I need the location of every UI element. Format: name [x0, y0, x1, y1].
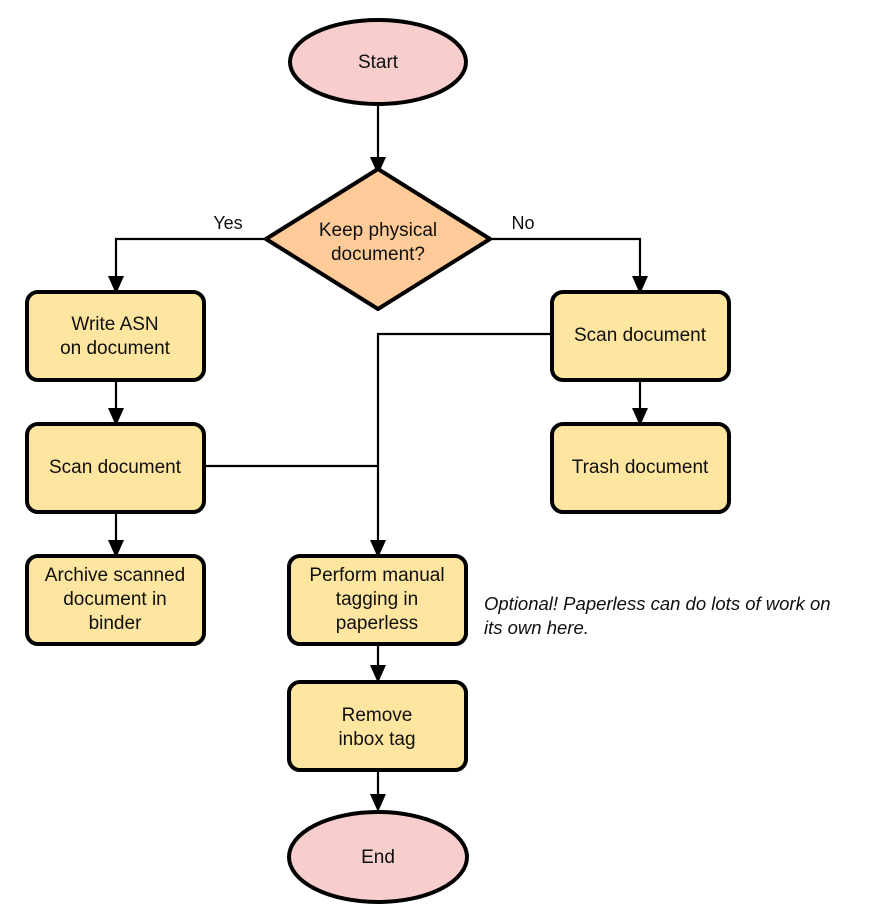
scan-document-right-box[interactable]	[550, 290, 731, 382]
arrowhead-no	[632, 276, 648, 294]
edge-line-yes	[114, 237, 266, 282]
node-trash-document[interactable]: Trash document	[550, 422, 731, 514]
edge-decision-yes-to-write-asn	[108, 237, 266, 294]
arrowhead-tagging-remove	[370, 665, 386, 683]
edge-tagging-to-remove-tag	[370, 643, 386, 683]
archive-label-line2: document in	[63, 589, 167, 610]
node-write-asn-on-document[interactable]: Write ASN on document	[25, 290, 206, 382]
archive-label-line1: Archive scanned	[45, 565, 185, 586]
arrowhead-yes	[108, 276, 124, 294]
start-ellipse[interactable]	[288, 18, 468, 106]
arrowhead-scan-trash	[632, 408, 648, 426]
trash-document-box[interactable]	[550, 422, 731, 514]
tagging-label-line3: paperless	[336, 613, 418, 634]
remove-inbox-tag-label-line2: inbox tag	[338, 729, 415, 750]
edge-line-no	[490, 237, 642, 282]
node-perform-manual-tagging[interactable]: Perform manual tagging in paperless	[287, 554, 468, 646]
edge-decision-no-to-scan-right	[490, 237, 648, 294]
edge-remove-tag-to-end	[370, 770, 386, 812]
edge-scan-right-to-trash	[632, 379, 648, 426]
note-optional-paperless: Optional! Paperless can do lots of work …	[484, 593, 831, 638]
scan-document-left-box[interactable]	[25, 422, 206, 514]
write-asn-label-line1: Write ASN	[71, 314, 158, 335]
decision-label-line2: document?	[331, 244, 425, 265]
archive-label-line3: binder	[89, 613, 142, 634]
edge-scan-left-to-archive	[108, 511, 124, 558]
edge-label-no: No	[511, 213, 534, 233]
edge-label-yes: Yes	[213, 213, 242, 233]
edge-start-to-decision	[370, 105, 386, 175]
node-decision-keep-physical-document[interactable]: Keep physical document?	[264, 167, 492, 311]
edge-line-scanright-tagging	[376, 332, 552, 546]
node-archive-scanned-document[interactable]: Archive scanned document in binder	[25, 554, 206, 646]
arrowhead-scan-archive	[108, 540, 124, 558]
end-label: End	[361, 847, 395, 868]
archive-box[interactable]	[25, 554, 206, 646]
node-end[interactable]: End	[287, 810, 469, 904]
arrowhead-start-decision	[370, 157, 386, 175]
node-remove-inbox-tag[interactable]: Remove inbox tag	[287, 680, 468, 772]
write-asn-box[interactable]	[25, 290, 206, 382]
remove-inbox-tag-box[interactable]	[287, 680, 468, 772]
edge-scan-right-to-tagging	[370, 332, 552, 558]
arrowhead-scanright-tagging	[370, 540, 386, 558]
tagging-label-line1: Perform manual	[309, 565, 444, 586]
start-label: Start	[358, 52, 399, 73]
decision-label-line1: Keep physical	[319, 220, 437, 241]
end-ellipse[interactable]	[287, 810, 469, 904]
node-scan-document-left[interactable]: Scan document	[25, 422, 206, 514]
note-line1: Optional! Paperless can do lots of work …	[484, 593, 831, 614]
trash-document-label: Trash document	[572, 457, 709, 478]
arrowhead-asn-scan	[108, 408, 124, 426]
node-start[interactable]: Start	[288, 18, 468, 106]
scan-document-left-label: Scan document	[49, 457, 182, 478]
edge-write-asn-to-scan-left	[108, 379, 124, 426]
remove-inbox-tag-label-line1: Remove	[342, 705, 413, 726]
note-line2: its own here.	[484, 617, 589, 638]
arrowhead-remove-end	[370, 794, 386, 812]
write-asn-label-line2: on document	[60, 338, 171, 359]
tagging-label-line2: tagging in	[336, 589, 418, 610]
tagging-box[interactable]	[287, 554, 468, 646]
scan-document-right-label: Scan document	[574, 325, 707, 346]
node-scan-document-right[interactable]: Scan document	[550, 290, 731, 382]
decision-diamond[interactable]	[264, 167, 492, 311]
